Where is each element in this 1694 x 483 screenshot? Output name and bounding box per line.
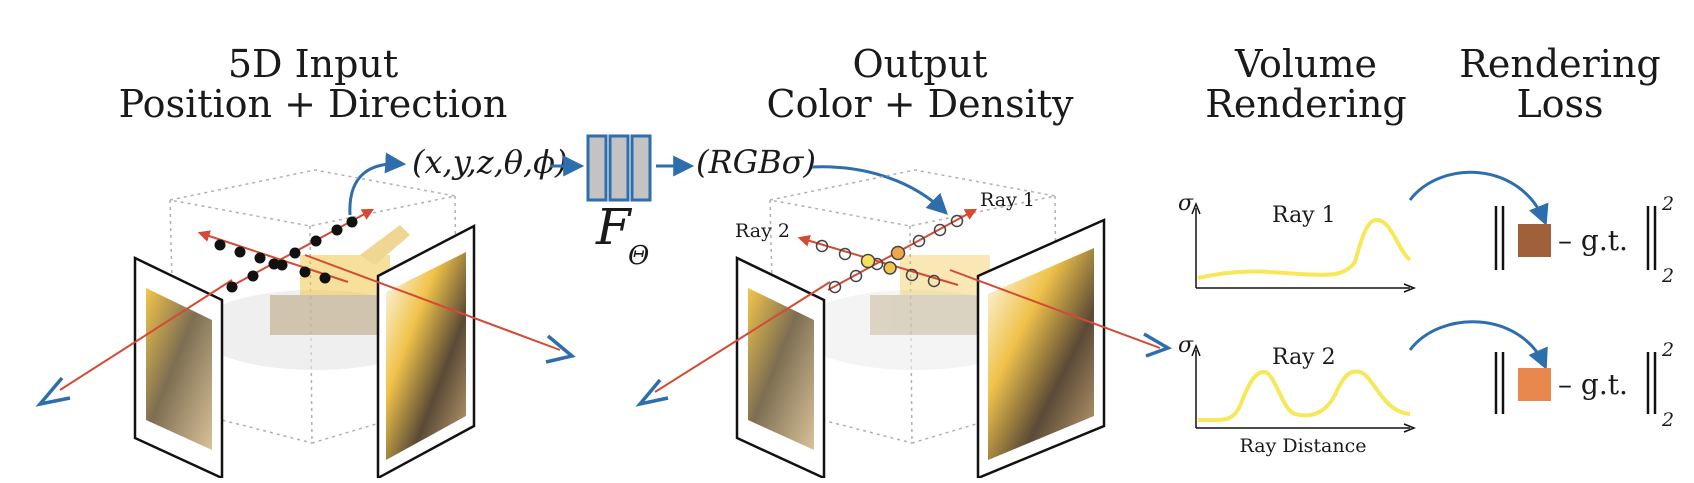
ray1-gt-text: – g.t. [1558, 224, 1628, 257]
volume-title: Volume Rendering [1205, 42, 1407, 126]
output-ray2-label: Ray 2 [735, 220, 790, 242]
volume-title-line1: Volume [1234, 42, 1377, 86]
loss-title-line2: Loss [1516, 82, 1603, 126]
ray2-sigma-label: σ [1178, 333, 1194, 358]
ray1-density-curve [1197, 217, 1412, 280]
output-camera-ray-right [949, 269, 1161, 349]
output-object-shadow [795, 290, 1035, 370]
network-label: F Θ [595, 198, 649, 271]
output-left-camera-image [735, 256, 826, 480]
ray1-x-axis-arrowhead [1403, 283, 1417, 293]
function-subscript: Θ [628, 241, 649, 271]
input-left-camera-icon [35, 376, 71, 407]
input-title: 5D Input Position + Direction [119, 42, 508, 126]
output-camera-ray-left [654, 281, 831, 393]
ray2-to-loss-arrow [1408, 320, 1548, 370]
output-scene: Ray 1 Ray 2 [635, 169, 1173, 480]
input-right-camera-image [376, 223, 476, 481]
loss-title-line1: Rendering [1459, 42, 1661, 86]
ray1-density-plot: σ Ray 1 [1178, 191, 1417, 293]
ray1-norm-superscript: 2 [1661, 193, 1674, 215]
ray2-norm-superscript: 2 [1661, 339, 1674, 361]
output-title-line2: Color + Density [767, 82, 1075, 126]
ray2-loss: – g.t. 2 2 [1494, 339, 1674, 431]
ray2-gt-text: – g.t. [1558, 368, 1628, 401]
volume-title-line2: Rendering [1205, 82, 1407, 126]
sample-to-input-arrow [348, 152, 407, 216]
ray1-rendered-color-swatch [1518, 224, 1551, 257]
ray1-to-loss-arrow [1408, 170, 1549, 226]
input-tuple: (x,y,z,θ,ϕ) [412, 143, 567, 181]
ray2-rendered-color-swatch [1518, 368, 1551, 401]
ray-distance-label: Ray Distance [1240, 435, 1367, 457]
output-sample-points [815, 214, 964, 294]
loss-title: Rendering Loss [1459, 42, 1661, 126]
ray2-norm-subscript: 2 [1661, 409, 1674, 431]
input-right-camera-icon [545, 334, 576, 364]
output-ray-2 [797, 234, 959, 286]
ray2-x-axis-arrowhead [1403, 423, 1417, 433]
input-sample-points [214, 216, 358, 293]
output-bulldozer-object [870, 255, 990, 335]
ray1-plot-label: Ray 1 [1272, 203, 1336, 228]
ray2-density-plot: σ Ray 2 Ray Distance [1178, 333, 1417, 457]
output-left-camera-icon [635, 378, 669, 407]
output-right-camera-image [976, 218, 1106, 480]
input-left-camera-image [133, 256, 224, 480]
output-title: Output Color + Density [767, 42, 1075, 126]
input-title-line2: Position + Direction [119, 82, 508, 126]
output-tuple: (RGBσ) [696, 143, 816, 181]
output-to-scene-arrow [811, 165, 949, 215]
ray1-sigma-label: σ [1178, 191, 1194, 216]
ray1-norm-subscript: 2 [1661, 265, 1674, 287]
output-title-line1: Output [853, 42, 988, 86]
input-scene [35, 169, 576, 481]
ray2-y-axis-arrowhead [1191, 343, 1201, 357]
input-camera-ray-left [59, 279, 233, 391]
ray1-y-axis-arrowhead [1191, 201, 1201, 215]
ray2-plot-label: Ray 2 [1272, 345, 1336, 370]
input-title-line1: 5D Input [228, 42, 398, 86]
output-right-camera-icon [1143, 332, 1173, 358]
function-symbol: F [595, 198, 633, 256]
output-ray1-label: Ray 1 [980, 189, 1035, 211]
network-block-icon [586, 134, 652, 202]
ray2-density-curve [1197, 369, 1411, 423]
ray1-loss: – g.t. 2 2 [1494, 193, 1674, 287]
input-camera-ray-right [304, 254, 561, 351]
